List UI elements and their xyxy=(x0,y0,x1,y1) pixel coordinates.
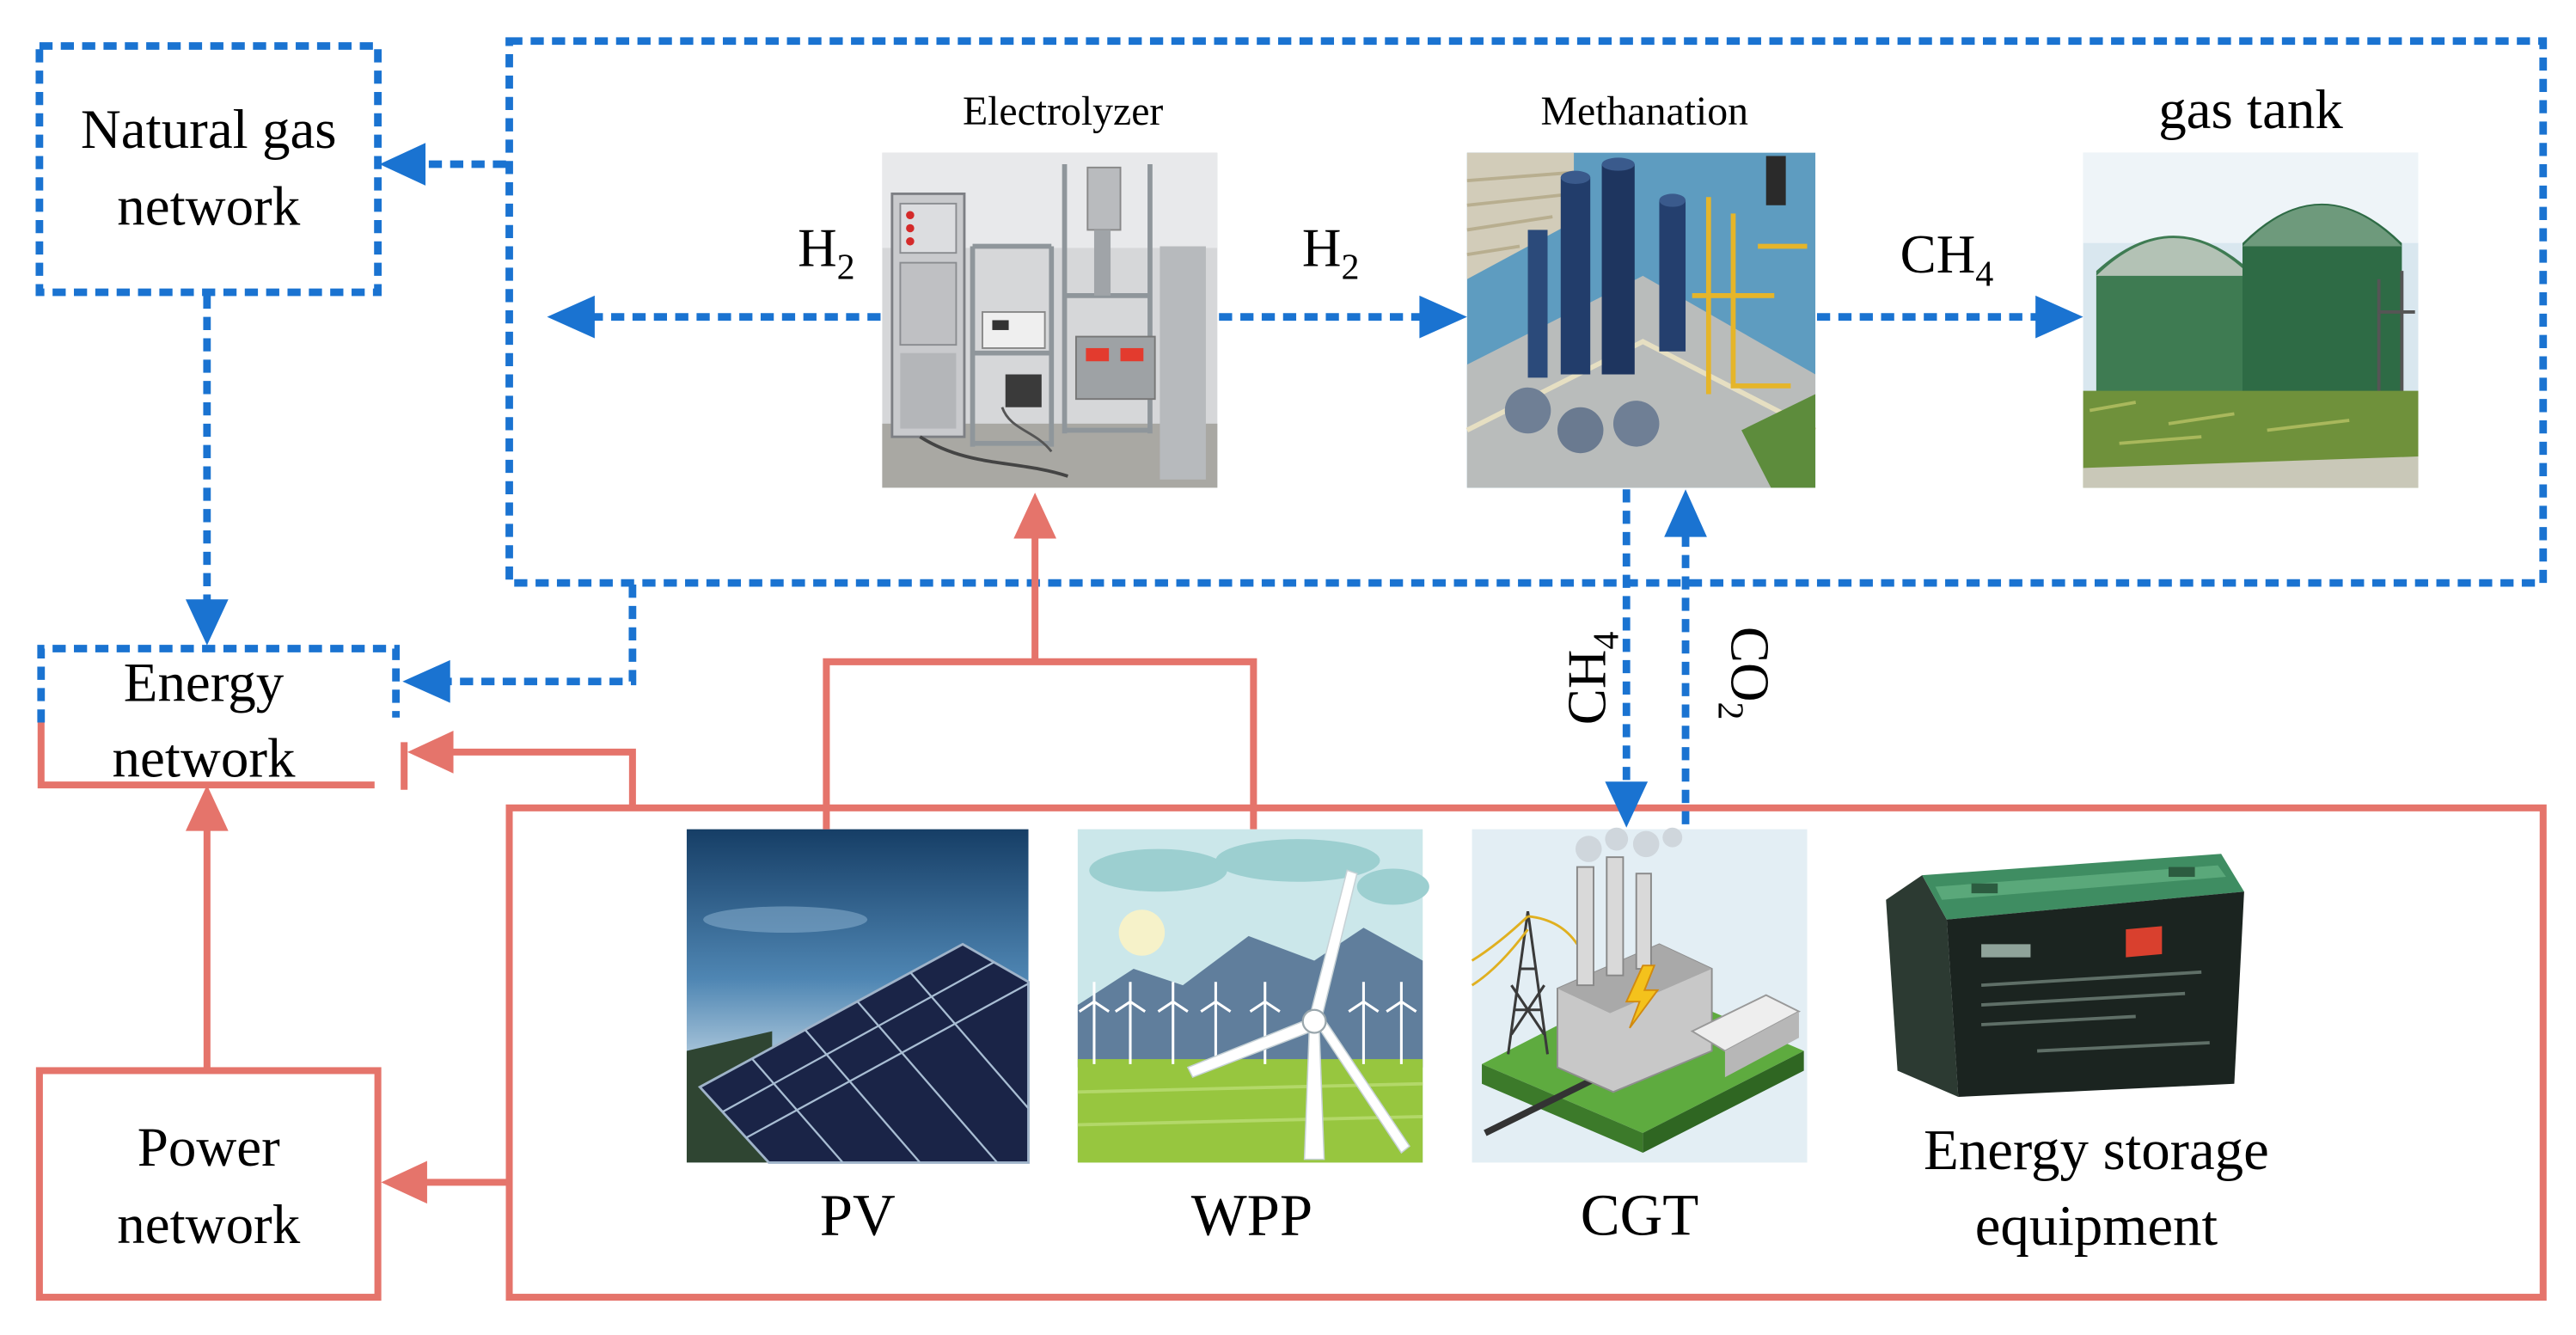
natural-gas-network-box xyxy=(35,42,382,297)
co2-label: CO2 xyxy=(1710,627,1779,720)
electrolyzer-label: Electrolyzer xyxy=(963,89,1163,134)
power-network-box xyxy=(35,1067,382,1301)
battery-image xyxy=(1886,854,2244,1098)
power-network-label: Power xyxy=(138,1117,280,1179)
gas-to-natural-gas-network-arrow xyxy=(379,143,506,186)
co2-to-methanation-arrow xyxy=(1664,489,1707,824)
gas-subsystem-boundary xyxy=(505,37,2548,587)
co2-subscript: 2 xyxy=(1710,701,1749,720)
power-subsystem-boundary xyxy=(505,804,2547,1301)
power-subsystem-to-power-network-arrow xyxy=(381,1160,510,1204)
methanation-label: Methanation xyxy=(1541,89,1749,134)
power-subsystem-to-energy-network-arrow xyxy=(407,731,636,808)
energy-network-box xyxy=(37,645,408,790)
co2-base: CO xyxy=(1720,627,1780,702)
energy-storage-label-line2: equipment xyxy=(1975,1194,2218,1258)
gas-turbine-plant-image xyxy=(1471,827,1808,1163)
wind-turbine-image xyxy=(1077,829,1429,1163)
ch4-to-tank-subscript: 4 xyxy=(1975,254,1993,294)
h2-export-arrow xyxy=(547,295,881,339)
cgt-label: CGT xyxy=(1581,1182,1699,1247)
energy-storage-label: Energy storage xyxy=(1924,1118,2269,1182)
electrolyzer-photo xyxy=(882,152,1218,488)
natural-gas-network-label: Natural gas xyxy=(81,99,337,161)
h2-right-label: H2 xyxy=(1302,217,1360,287)
ch4-to-cgt-label: CH4 xyxy=(1557,632,1626,726)
energy-network-label: Energy xyxy=(124,652,285,714)
ch4-to-cgt-subscript: 4 xyxy=(1588,632,1627,650)
ch4-to-cgt-base: CH xyxy=(1557,650,1617,726)
power-network-label-line2: network xyxy=(117,1194,300,1256)
ch4-to-cgt-arrow xyxy=(1605,489,1649,828)
ch4-to-tank-base: CH xyxy=(1900,224,1976,285)
renewables-to-electrolyzer-arrow xyxy=(823,493,1257,830)
energy-network-label-line2: network xyxy=(113,728,296,790)
h2-left-label: H2 xyxy=(798,217,855,287)
natural-gas-network-label-line2: network xyxy=(117,176,300,238)
gas-subsystem-to-energy-network-arrow xyxy=(402,585,637,703)
h2-to-methanation-arrow xyxy=(1219,295,1467,339)
pv-label: PV xyxy=(820,1182,896,1247)
wpp-label: WPP xyxy=(1191,1182,1312,1247)
gas-tank-label: gas tank xyxy=(2158,79,2343,141)
gas-tank-photo xyxy=(2083,152,2419,488)
natural-gas-to-energy-network-arrow xyxy=(185,295,229,646)
methanation-plant-image xyxy=(1465,152,1817,488)
ch4-to-gas-tank-arrow xyxy=(1816,295,2083,339)
solar-panel-image xyxy=(686,829,1030,1164)
h2-left-base: H xyxy=(798,217,837,278)
h2-left-subscript: 2 xyxy=(837,248,855,288)
h2-right-subscript: 2 xyxy=(1341,248,1359,288)
power-network-to-energy-network-arrow xyxy=(185,785,229,1071)
ch4-to-tank-label: CH4 xyxy=(1900,224,1994,294)
h2-right-base: H xyxy=(1302,217,1342,278)
